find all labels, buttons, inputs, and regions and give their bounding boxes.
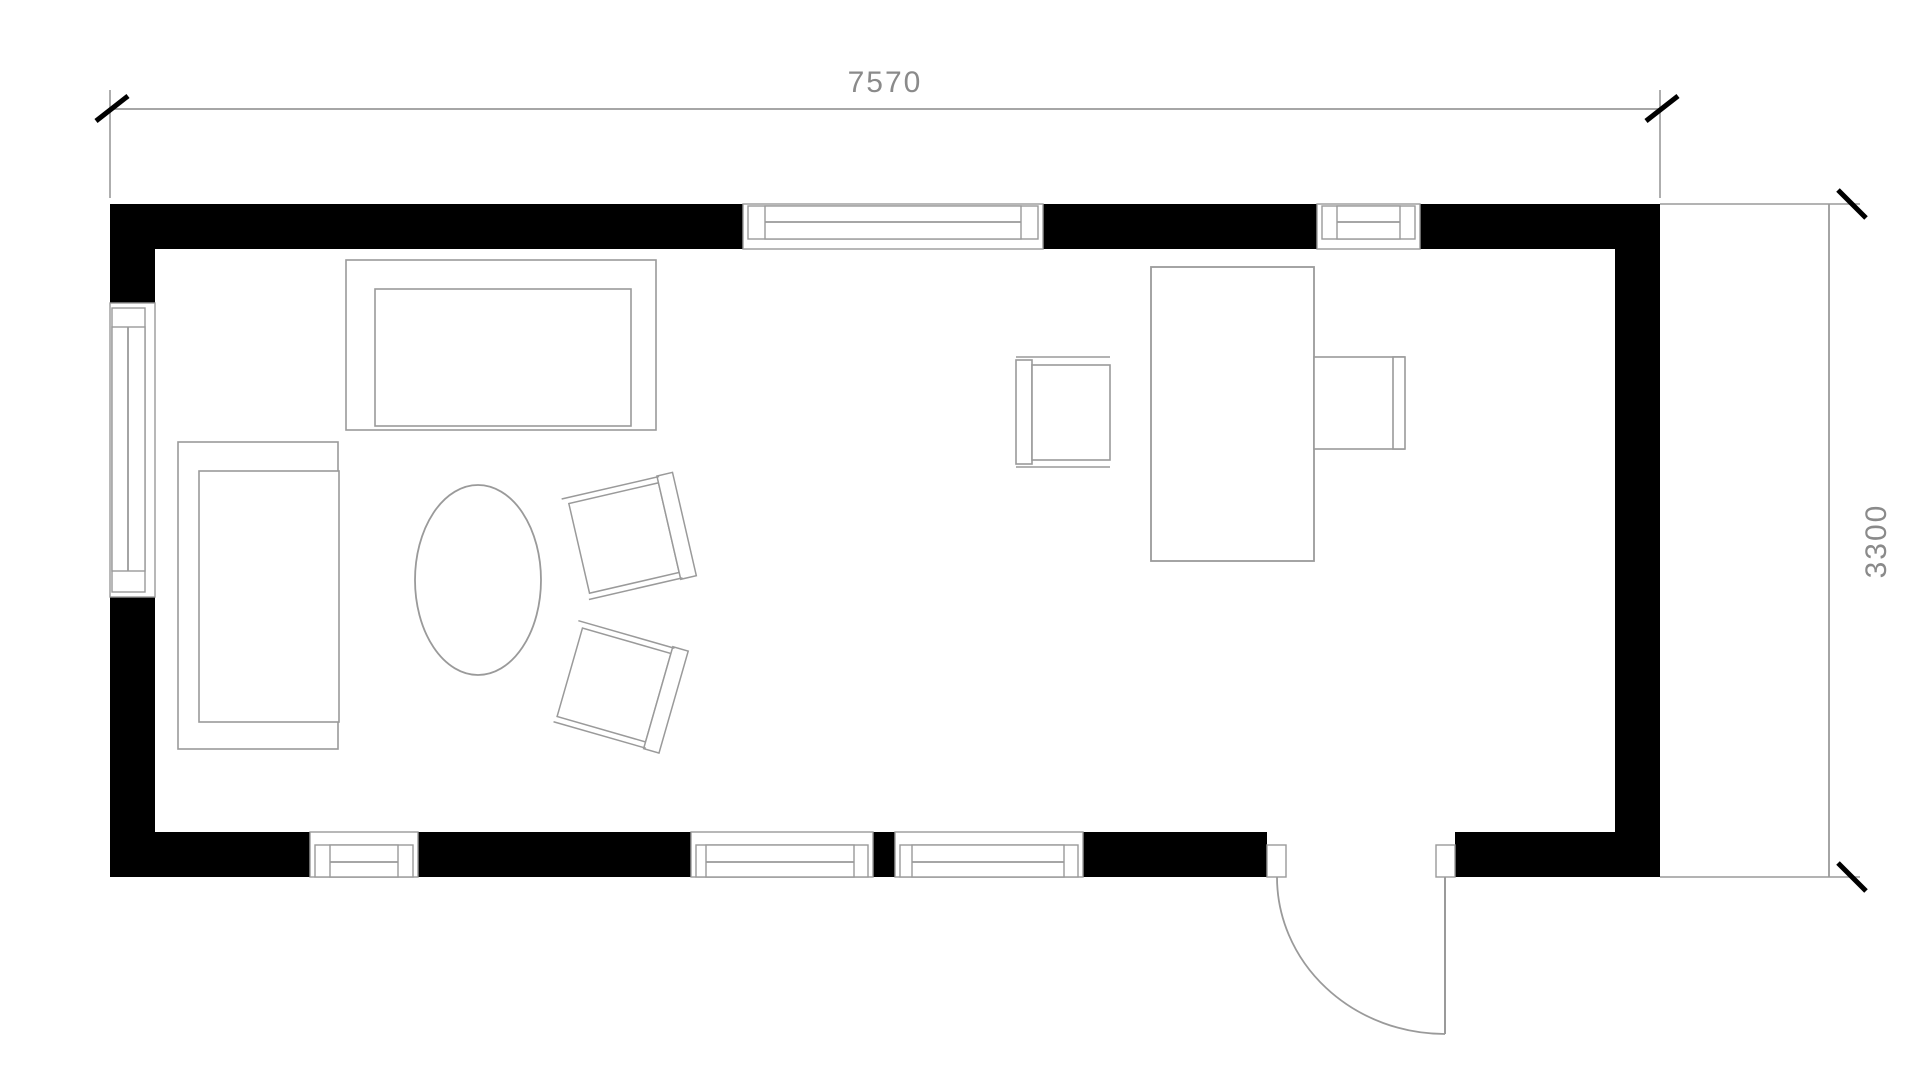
window-sash-inner [705,844,855,878]
wall-bottom-seg-1 [110,832,310,877]
sofa-top [345,259,657,431]
coffee-table-top [414,484,542,676]
coffee-table-oval [414,484,542,676]
armchair-back [655,471,698,581]
wall-bottom-seg-3 [1083,832,1267,877]
dimension-tick-bottom [1836,861,1868,893]
armchair-arm-top [561,475,660,500]
armchair-back [642,645,690,754]
dining-table-top [1150,266,1315,562]
armchair-arm-top [578,619,675,649]
sofa-left [177,441,340,750]
dimension-tick-top [1836,188,1868,220]
wall-left-seg-top [110,204,155,303]
dimension-top: 7570 [94,66,1680,198]
door-jamb-right [1435,844,1456,878]
window-bottom-left [690,831,874,878]
wall-top-seg-2 [1043,204,1317,249]
dimension-tick-right [1644,94,1680,123]
window-sash-inner [329,844,399,878]
dimension-label-width: 7570 [848,66,923,99]
dimension-right: 3300 [1660,188,1893,893]
door-entry [1266,844,1456,1035]
chair-seat [1031,364,1111,461]
wall-bottom-seg-4 [1455,832,1660,877]
wall-right [1615,204,1660,877]
window-left [109,302,156,598]
dimension-label-depth: 3300 [1860,504,1893,579]
window-top-small [1316,203,1421,250]
dimension-tick-left [94,94,130,123]
dining-chair-right [1313,356,1406,450]
sofa-seat-cushion [374,288,632,427]
armchair-arm-bottom [553,721,647,749]
wall-bottom-mullion-pier [873,832,895,877]
chair-seat [1313,356,1405,450]
window-bottom-small [309,831,419,878]
sofa-seat-cushion [198,470,340,723]
door-jamb-left [1266,844,1287,878]
armchair-lower [553,619,690,754]
window-sash-inner [911,844,1065,878]
armchair-upper [561,471,698,601]
dining-table [1150,266,1315,562]
window-top-large [742,203,1044,250]
armchair-arm-bottom [588,577,683,601]
wall-left-seg-bottom [110,597,155,877]
wall-top-seg-1 [110,204,743,249]
chair-back [1392,356,1406,450]
dining-chair-left [1015,356,1111,468]
window-bottom-right [894,831,1084,878]
walls [110,204,1660,877]
door-swing-arc [1276,876,1446,1035]
wall-bottom-seg-2 [418,832,691,877]
chair-back [1015,359,1033,465]
